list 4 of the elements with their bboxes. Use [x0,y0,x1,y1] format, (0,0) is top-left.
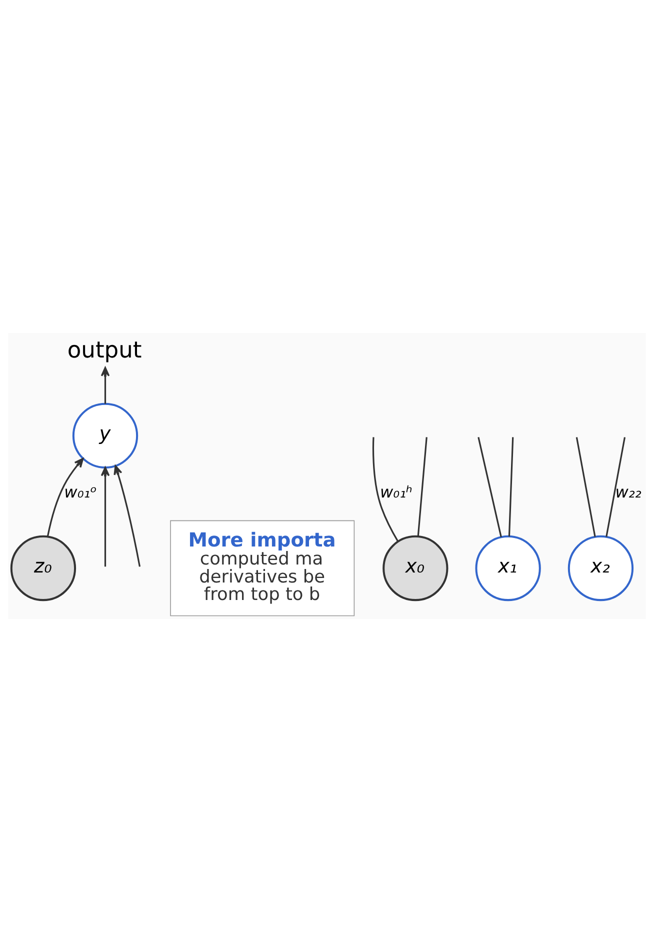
edge-label: w₂₂ [615,482,642,501]
node-text: output [67,336,142,363]
edge-label: w₀₁ᵒ [64,482,97,501]
edge-label: w₀₁ʰ [380,482,412,501]
